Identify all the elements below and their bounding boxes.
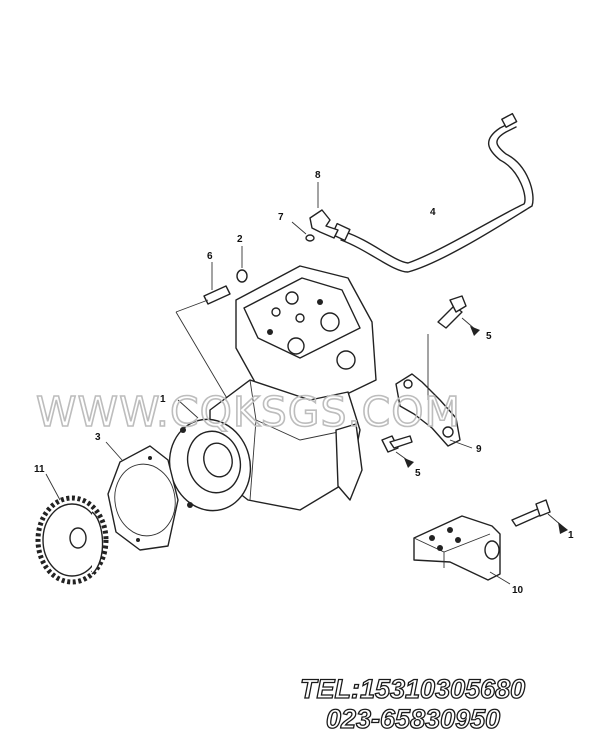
label-part-3: 3 [95,432,101,443]
label-part-1: 1 [160,394,166,405]
label-part-1-lower: 1 [568,530,574,541]
label-part-7: 7 [278,212,284,223]
part-1-air-compressor [168,265,377,512]
contact-phone: 023-65830950 [326,704,500,734]
part-7-seal-washer [291,221,315,242]
contact-tel: TEL:15310305680 [300,674,525,704]
label-part-8: 8 [315,170,321,181]
label-part-10: 10 [512,585,524,596]
watermark-text: WWW.CQKSGS.COM [36,388,461,436]
label-part-2: 2 [237,234,243,245]
label-part-6: 6 [207,251,213,262]
label-part-11: 11 [34,464,45,475]
part-11-drive-gear [35,473,109,585]
label-part-5-upper: 5 [486,331,492,342]
label-part-4: 4 [430,207,436,218]
label-part-5-lower: 5 [415,468,421,479]
part-1-bolt-lower [511,499,568,534]
part-8-elbow-fitting [309,182,339,239]
part-10-mounting-block [413,515,511,585]
part-3-gasket [105,441,179,551]
part-2-washer [236,246,248,283]
part-9-support-bracket [395,334,473,449]
part-5-bolt-upper [437,295,480,336]
label-part-9: 9 [476,444,482,455]
part-5-bolt-lower [381,435,414,468]
part-4-air-tube [331,112,534,273]
part-6-connector-fitting [175,262,231,401]
